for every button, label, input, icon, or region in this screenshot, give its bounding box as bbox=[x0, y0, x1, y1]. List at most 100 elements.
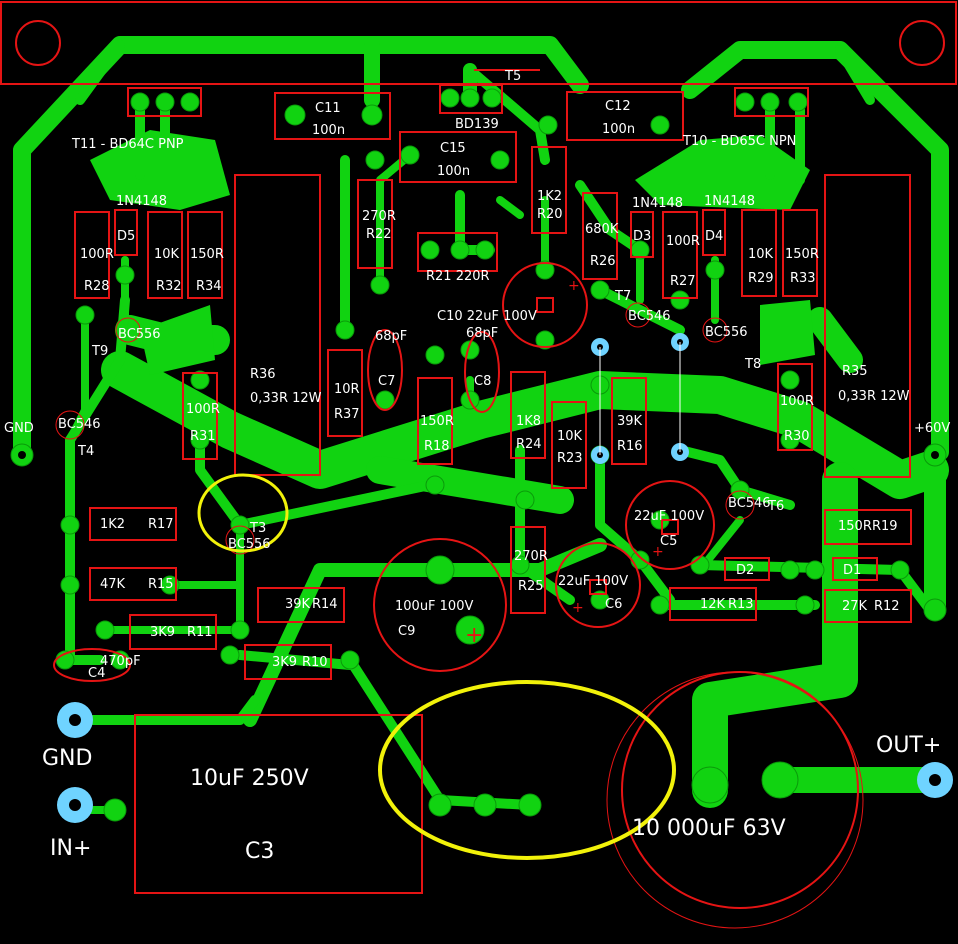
r13-value: 12K bbox=[700, 597, 726, 612]
c9-outline bbox=[373, 538, 507, 672]
r11-name: R11 bbox=[187, 625, 213, 640]
t4-label: T4 bbox=[77, 444, 94, 459]
c15-name: C15 bbox=[440, 141, 466, 156]
c4-value: 470pF bbox=[100, 654, 141, 669]
c6-name: C6 bbox=[605, 597, 622, 612]
r23-value: 10K bbox=[557, 429, 583, 444]
r25-value: 270R bbox=[514, 549, 548, 564]
big-cap-value: 10 000uF 63V bbox=[632, 816, 786, 841]
mount-hole-left bbox=[15, 20, 61, 66]
c9-value: 100uF 100V bbox=[395, 599, 473, 614]
c7-name: C7 bbox=[378, 374, 395, 389]
svg-text:+: + bbox=[652, 544, 664, 560]
r36-value: 0,33R 12W bbox=[250, 391, 322, 406]
r31-value: 100R bbox=[186, 402, 220, 417]
r15-value: 47K bbox=[100, 577, 126, 592]
c8-value: 68pF bbox=[466, 326, 498, 341]
r14-name: R14 bbox=[312, 597, 338, 612]
r22-name: R22 bbox=[366, 227, 392, 242]
d3-part: 1N4148 bbox=[632, 196, 683, 211]
r17-name: R17 bbox=[148, 517, 174, 532]
r18-value: 150R bbox=[420, 414, 454, 429]
r20-value: 1K2 bbox=[537, 189, 562, 204]
t3-label: T3 bbox=[249, 521, 266, 536]
r13-name: R13 bbox=[728, 597, 754, 612]
r15-name: R15 bbox=[148, 577, 174, 592]
d2-label: D2 bbox=[736, 563, 754, 578]
d5-part: 1N4148 bbox=[116, 194, 167, 209]
r32-name: R32 bbox=[156, 279, 182, 294]
c5-name: C5 bbox=[660, 534, 677, 549]
r34-name: R34 bbox=[196, 279, 222, 294]
big-cap-inner bbox=[621, 671, 859, 909]
c5-value: 22uF 100V bbox=[634, 509, 704, 524]
svg-text:+: + bbox=[465, 623, 483, 648]
r10-value: 3K9 bbox=[272, 655, 297, 670]
r22-value: 270R bbox=[362, 209, 396, 224]
c10-label: C10 22uF 100V bbox=[437, 309, 537, 324]
t7-part: BC546 bbox=[628, 309, 671, 324]
r27-value: 100R bbox=[666, 234, 700, 249]
r23-name: R23 bbox=[557, 451, 583, 466]
t11-label: T11 - BD64C PNP bbox=[71, 137, 184, 152]
r37-value: 10R bbox=[334, 382, 360, 397]
c11-value: 100n bbox=[312, 123, 345, 138]
t8-part: BC556 bbox=[705, 325, 748, 340]
mount-hole-right bbox=[899, 20, 945, 66]
c6-value: 22uF 100V bbox=[558, 574, 628, 589]
r27-name: R27 bbox=[670, 274, 696, 289]
r16-name: R16 bbox=[617, 439, 643, 454]
d3-label: D3 bbox=[633, 229, 651, 244]
t10-outline bbox=[734, 87, 809, 117]
c6-outline bbox=[555, 542, 641, 628]
highlight-t3 bbox=[197, 473, 289, 553]
v60-label: +60V bbox=[914, 421, 950, 436]
r10-name: R10 bbox=[302, 655, 328, 670]
c15-value: 100n bbox=[437, 164, 470, 179]
t3-part: BC556 bbox=[228, 537, 271, 552]
c15-outline bbox=[399, 131, 517, 183]
r35-name: R35 bbox=[842, 364, 868, 379]
r33-value: 150R bbox=[785, 247, 819, 262]
r14-value: 39K bbox=[285, 597, 311, 612]
t5-outline bbox=[439, 84, 503, 114]
c3-value: 10uF 250V bbox=[190, 766, 309, 791]
t10-label: T10 - BD65C NPN bbox=[682, 134, 796, 149]
r26-value: 680K bbox=[585, 222, 619, 237]
t4-part: BC546 bbox=[58, 417, 101, 432]
highlight-input bbox=[378, 680, 676, 860]
bd139-label: BD139 bbox=[455, 117, 499, 132]
r17-value: 1K2 bbox=[100, 517, 125, 532]
t5-label: T5 bbox=[504, 69, 521, 84]
r12-name: R12 bbox=[874, 599, 900, 614]
r35-outline bbox=[824, 174, 911, 478]
r29-value: 10K bbox=[748, 247, 774, 262]
r26-name: R26 bbox=[590, 254, 616, 269]
c12-outline bbox=[566, 91, 684, 141]
r21-label: R21 220R bbox=[426, 269, 490, 284]
c8-name: C8 bbox=[474, 374, 491, 389]
r34-value: 150R bbox=[190, 247, 224, 262]
gnd-left-label: GND bbox=[4, 421, 34, 436]
c11-outline bbox=[274, 92, 391, 140]
d4-part: 1N4148 bbox=[704, 194, 755, 209]
t6-part: BC546 bbox=[728, 496, 771, 511]
c3-name: C3 bbox=[245, 839, 274, 864]
t9-label: T9 bbox=[91, 344, 108, 359]
c4-name: C4 bbox=[88, 666, 105, 681]
gnd-bottom-label: GND bbox=[42, 746, 92, 771]
labels: T11 - BD64C PNP T10 - BD65C NPN T5 BD139… bbox=[4, 69, 950, 864]
out-plus-label: OUT+ bbox=[876, 733, 941, 758]
svg-text:+: + bbox=[568, 278, 580, 294]
r18-name: R18 bbox=[424, 439, 450, 454]
c3-outline bbox=[134, 714, 423, 894]
t8-label: T8 bbox=[744, 357, 761, 372]
r28-name: R28 bbox=[84, 279, 110, 294]
r33-name: R33 bbox=[790, 271, 816, 286]
r25-name: R25 bbox=[518, 579, 544, 594]
r32-value: 10K bbox=[154, 247, 180, 262]
r24-value: 1K8 bbox=[516, 414, 541, 429]
c12-name: C12 bbox=[605, 99, 631, 114]
